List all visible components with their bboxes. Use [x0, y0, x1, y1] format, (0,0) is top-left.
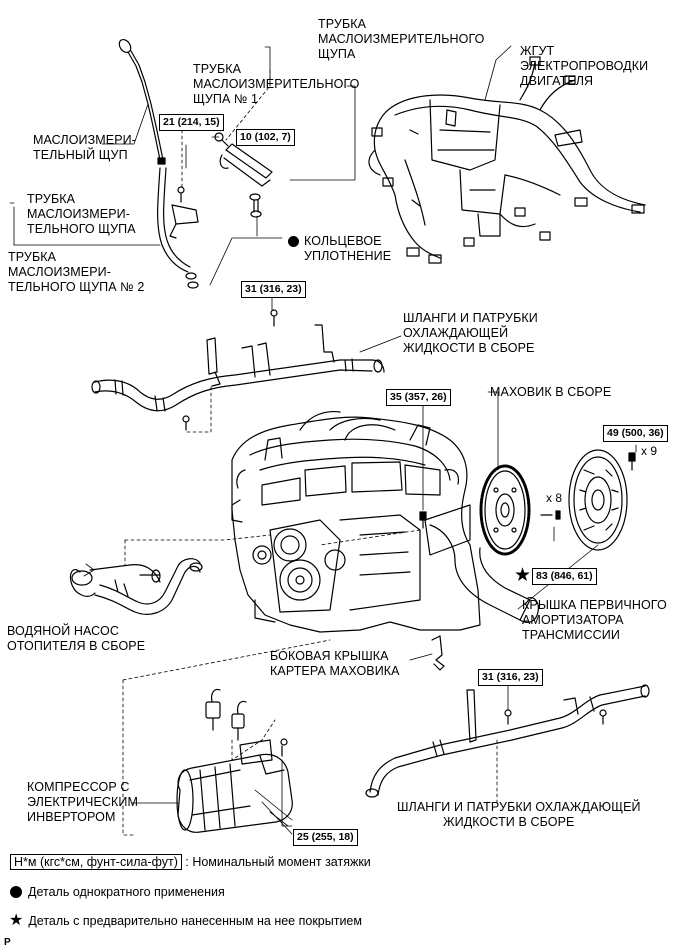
flywheel-bolts: [419, 452, 636, 529]
torque-box-49: 49 (500, 36): [603, 425, 668, 442]
coolant-bottom-leaders: [496, 683, 509, 806]
non-reusable-icon: [288, 236, 299, 247]
legend-torque-unit: Н*м (кгс*см, фунт-сила-фут) : Номинальны…: [10, 854, 371, 870]
dipstick-leaders: [13, 46, 356, 286]
coolant-top-leaders: [185, 295, 402, 433]
heater-water-pump-part: [69, 558, 203, 615]
label-oil-dipstick: МАСЛОИЗМЕРИ-ТЕЛЬНЫЙ ЩУП: [33, 133, 136, 162]
dipstick-tube-no1-part: [214, 132, 273, 218]
side-cover-leader: [409, 653, 433, 661]
torque-box-83: 83 (846, 61): [532, 568, 597, 585]
torque-box-35: 35 (357, 26): [386, 389, 451, 406]
legend-precoated-text: Деталь с предварительно нанесенным на не…: [28, 914, 362, 928]
compressor-part: [176, 688, 293, 833]
water-pump-leader: [83, 563, 95, 577]
torque-box-25: 25 (255, 18): [293, 829, 358, 846]
harness-leader: [484, 45, 512, 101]
torque-box-31-bottom: 31 (316, 23): [478, 669, 543, 686]
engine-wire-harness-part: [368, 56, 646, 264]
legend-unit-box: Н*м (кгс*см, фунт-сила-фут): [10, 854, 182, 870]
dipstick-tube-no2-part: [157, 167, 199, 289]
legend-non-reusable-text: Деталь однократного применения: [28, 885, 225, 899]
compressor-leaders: [122, 639, 331, 836]
label-flywheel: МАХОВИК В СБОРЕ: [490, 385, 612, 399]
legend-unit-text: : Номинальный момент затяжки: [185, 855, 371, 869]
flywheel-part: [479, 464, 531, 556]
coolant-hoses-bottom-part: [365, 684, 650, 798]
non-reusable-icon: [10, 886, 22, 898]
flywheel-side-cover-part: [431, 635, 445, 671]
legend-precoated: ★ Деталь с предварительно нанесенным на …: [9, 913, 362, 929]
coolant-hoses-top-part: [91, 309, 385, 431]
torque-box-21: 21 (214, 15): [159, 114, 224, 131]
tube-bracket-part: [169, 186, 199, 239]
torque-box-31-top: 31 (316, 23): [241, 281, 306, 298]
engine-block-part: [231, 410, 539, 633]
water-pump-leaders: [124, 534, 271, 566]
page-mark: P: [4, 937, 11, 948]
torque-box-10: 10 (102, 7): [236, 129, 295, 146]
legend-non-reusable: Деталь однократного применения: [10, 884, 225, 900]
clutch-cover-part: [568, 449, 628, 551]
precoated-star-icon: ★: [514, 565, 532, 586]
label-o-ring: КОЛЬЦЕВОЕ УПЛОТНЕНИЕ: [288, 234, 391, 264]
precoated-star-icon: ★: [9, 912, 24, 929]
count-x9: x 9: [641, 444, 658, 458]
count-x8: x 8: [546, 491, 563, 505]
